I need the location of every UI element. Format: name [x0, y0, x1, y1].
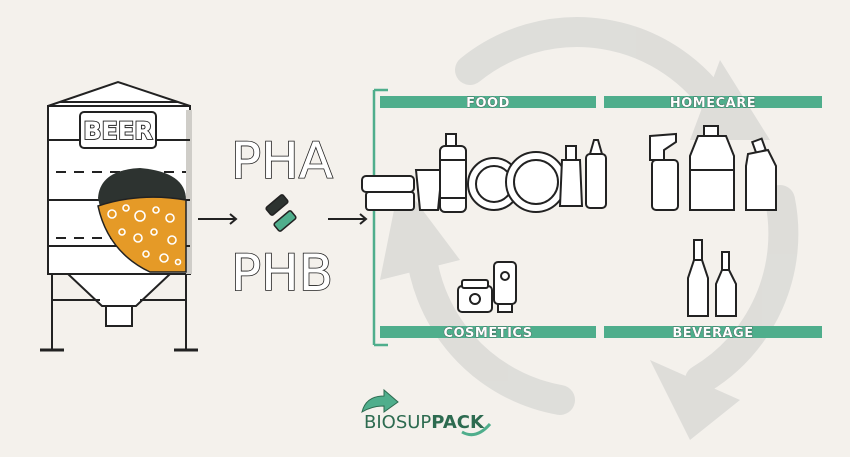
food-bar [380, 96, 596, 108]
beer-sign [79, 111, 157, 149]
category-bracket [372, 88, 388, 347]
brand-part1: BIOSUP [364, 412, 431, 433]
beer-label: BEER [83, 117, 153, 145]
beer-contents [97, 168, 187, 273]
homecare-label: HOMECARE [670, 96, 756, 111]
arrow-right-icon [198, 213, 238, 225]
cosmetics-label: COSMETICS [443, 326, 532, 341]
brand-logo: BIOSUPPACK [364, 412, 485, 433]
pellet-icon [265, 194, 297, 232]
recycle-icon [380, 17, 799, 440]
beverage-items [687, 239, 737, 317]
beverage-label: BEVERAGE [672, 326, 753, 341]
homecare-items [649, 125, 777, 211]
food-items [361, 133, 607, 213]
brand-swoosh [461, 422, 492, 437]
food-label: FOOD [466, 96, 510, 111]
brand-leaf-icon [361, 388, 399, 414]
homecare-bar [604, 96, 822, 108]
phb-label: PHB [231, 244, 333, 302]
pha-label: PHA [231, 132, 333, 190]
arrow-right-icon [328, 213, 368, 225]
cosmetics-items [457, 261, 517, 313]
beverage-bar [604, 326, 822, 338]
cosmetics-bar [380, 326, 596, 338]
brand-part2: PACK [431, 412, 485, 433]
